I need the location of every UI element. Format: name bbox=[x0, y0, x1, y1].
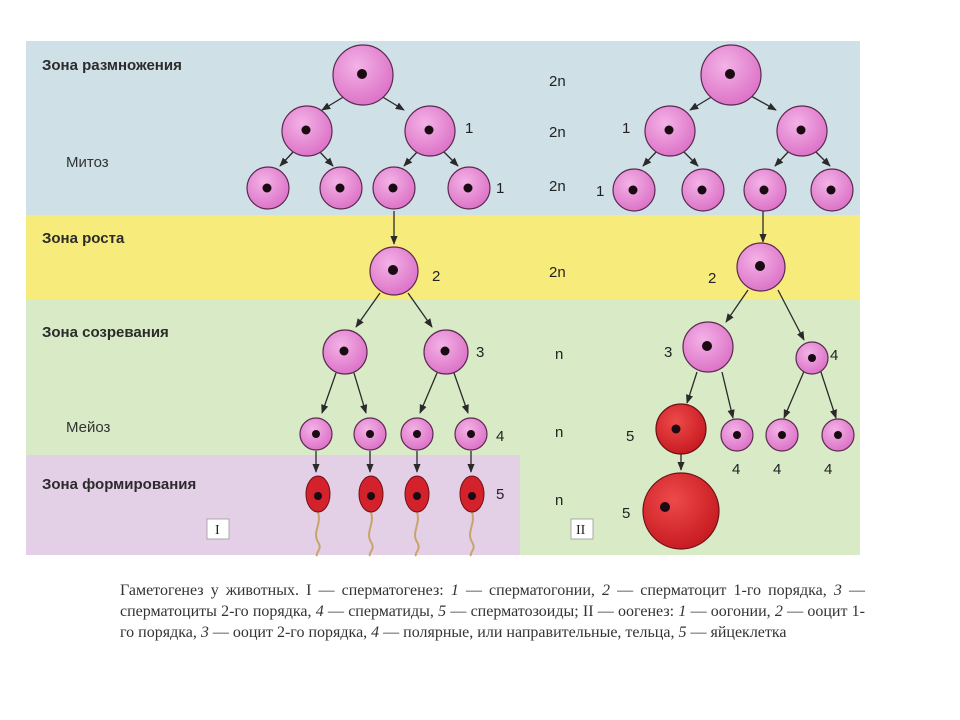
stage-number: 2 bbox=[708, 270, 716, 287]
mitosis-label: Митоз bbox=[66, 154, 109, 171]
stage-number: 4 bbox=[773, 461, 781, 478]
sperm-cell bbox=[404, 475, 430, 557]
sperm-cell bbox=[358, 475, 384, 557]
nucleus bbox=[826, 185, 836, 195]
arrow bbox=[642, 150, 658, 167]
arrow bbox=[682, 150, 699, 167]
nucleus bbox=[335, 183, 345, 193]
zone-maturation-label: Зона созревания bbox=[42, 324, 169, 341]
arrow bbox=[689, 95, 714, 111]
stage-number: 3 bbox=[476, 344, 484, 361]
panel-label-box bbox=[570, 518, 594, 540]
ploidy-maturation1: n bbox=[555, 346, 563, 363]
oogenesis-panel: 1 1 2 3 4 5 4 4 4 5 II bbox=[570, 44, 855, 550]
arrow bbox=[819, 368, 837, 419]
ploidy-row1: 2n bbox=[549, 73, 566, 90]
arrow bbox=[380, 95, 405, 111]
arrow bbox=[407, 292, 433, 328]
sperm-cell bbox=[305, 475, 331, 557]
meiosis-label: Мейоз bbox=[66, 419, 111, 436]
egg-cell bbox=[642, 472, 720, 550]
arrow bbox=[814, 150, 831, 167]
nucleus bbox=[301, 125, 311, 135]
nucleus bbox=[671, 424, 681, 434]
nucleus bbox=[660, 502, 670, 512]
nucleus bbox=[796, 125, 806, 135]
ploidy-row3: 2n bbox=[549, 178, 566, 195]
nucleus bbox=[440, 346, 450, 356]
figure-caption: Гаметогенез у животных. I — сперматогене… bbox=[120, 582, 866, 641]
nucleus bbox=[467, 430, 475, 438]
zone-reproduction-label: Зона размножения bbox=[42, 57, 182, 74]
sperm-cell bbox=[459, 475, 485, 557]
ploidy-formation: n bbox=[555, 492, 563, 509]
arrow bbox=[783, 368, 806, 419]
stage-number: 1 bbox=[496, 180, 504, 197]
arrow bbox=[353, 372, 368, 414]
stage-number: 1 bbox=[596, 183, 604, 200]
nucleus bbox=[413, 430, 421, 438]
panel-label-box bbox=[206, 518, 230, 540]
arrow bbox=[279, 150, 295, 167]
nucleus bbox=[778, 431, 786, 439]
nucleus bbox=[366, 430, 374, 438]
nucleus bbox=[725, 69, 735, 79]
zone-formation-bg bbox=[26, 455, 520, 555]
arrow bbox=[774, 150, 790, 167]
nucleus bbox=[339, 346, 349, 356]
nucleus bbox=[262, 183, 272, 193]
nucleus bbox=[759, 185, 769, 195]
stage-number: 1 bbox=[465, 120, 473, 137]
zone-formation-label: Зона формирования bbox=[42, 476, 196, 493]
panel-label-oogenesis: II bbox=[576, 523, 586, 538]
ploidy-maturation2: n bbox=[555, 424, 563, 441]
ploidy-growth: 2n bbox=[549, 264, 566, 281]
arrow bbox=[318, 150, 334, 167]
zone-growth-label: Зона роста bbox=[42, 230, 125, 247]
arrow bbox=[442, 150, 459, 167]
nucleus bbox=[357, 69, 367, 79]
arrow bbox=[321, 95, 346, 111]
nucleus bbox=[388, 265, 398, 275]
stage-number: 4 bbox=[824, 461, 832, 478]
nucleus bbox=[697, 185, 707, 195]
stage-number: 1 bbox=[622, 120, 630, 137]
zone-growth-bg bbox=[26, 215, 860, 300]
stage-number: 4 bbox=[496, 428, 504, 445]
nucleus bbox=[755, 261, 765, 271]
nucleus bbox=[628, 185, 638, 195]
arrow bbox=[777, 289, 805, 341]
arrow bbox=[419, 372, 438, 414]
arrow bbox=[403, 150, 419, 167]
nucleus bbox=[808, 354, 816, 362]
nucleus bbox=[388, 183, 398, 193]
nucleus bbox=[664, 125, 674, 135]
nucleus bbox=[733, 431, 741, 439]
ploidy-row2: 2n bbox=[549, 124, 566, 141]
nucleus bbox=[834, 431, 842, 439]
nucleus bbox=[463, 183, 473, 193]
arrow bbox=[321, 372, 337, 414]
nucleus bbox=[424, 125, 434, 135]
stage-number: 4 bbox=[830, 347, 838, 364]
stage-number: 3 bbox=[664, 344, 672, 361]
stage-number: 5 bbox=[626, 428, 634, 445]
spermatogenesis-panel: 1 1 2 3 4 5 I bbox=[206, 44, 504, 557]
stage-number: 5 bbox=[496, 486, 504, 503]
arrow bbox=[725, 289, 749, 323]
stage-number: 5 bbox=[622, 505, 630, 522]
arrow bbox=[453, 372, 469, 414]
arrow bbox=[686, 371, 698, 404]
panel-label-spermatogenesis: I bbox=[215, 523, 220, 538]
nucleus bbox=[702, 341, 712, 351]
arrow bbox=[355, 292, 381, 328]
ootid-cell bbox=[655, 403, 707, 455]
arrow bbox=[721, 371, 735, 419]
nucleus bbox=[312, 430, 320, 438]
stage-number: 4 bbox=[732, 461, 740, 478]
stage-number: 2 bbox=[432, 268, 440, 285]
arrow bbox=[750, 95, 777, 111]
